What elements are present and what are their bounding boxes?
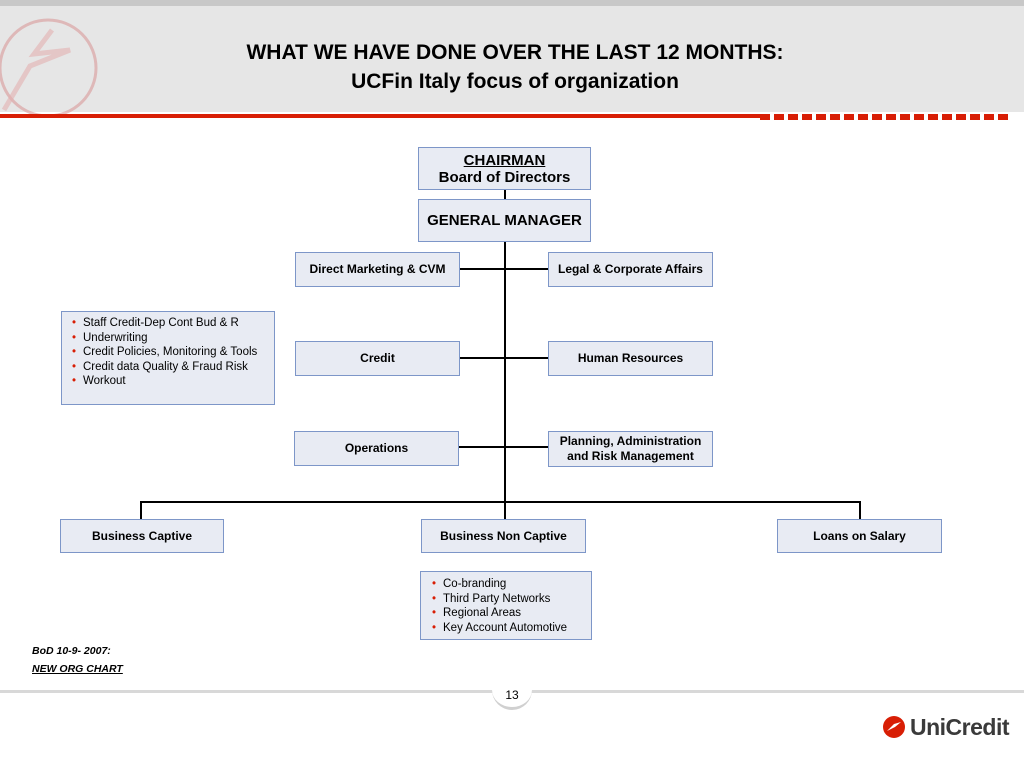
planning-line2: and Risk Management [567, 449, 694, 463]
connector-captive [140, 501, 142, 519]
connector-row2 [459, 357, 549, 359]
connector-salary [859, 501, 861, 519]
human-resources-box: Human Resources [548, 341, 713, 376]
connector-row3 [459, 446, 549, 448]
list-item: Workout [72, 374, 266, 389]
slide-subtitle: UCFin Italy focus of organization [351, 70, 679, 93]
logo-text: UniCredit [910, 713, 1010, 740]
credit-details-list: Staff Credit-Dep Cont Bud & R Underwriti… [61, 311, 275, 405]
direct-marketing-box: Direct Marketing & CVM [295, 252, 460, 287]
connector-row1 [459, 268, 549, 270]
general-manager-box: GENERAL MANAGER [418, 199, 591, 242]
chairman-box: CHAIRMAN Board of Directors [418, 147, 591, 190]
unicredit-logo: UniCredit [882, 712, 1010, 742]
business-captive-box: Business Captive [60, 519, 224, 553]
non-captive-details-list: Co-branding Third Party Networks Regiona… [420, 571, 592, 640]
list-item: Credit Policies, Monitoring & Tools [72, 345, 266, 360]
connector-main-trunk [504, 241, 506, 519]
chairman-subtitle: Board of Directors [438, 168, 571, 186]
list-item: Staff Credit-Dep Cont Bud & R [72, 316, 266, 331]
list-item: Credit data Quality & Fraud Risk [72, 360, 266, 375]
unicredit-mark-icon [883, 716, 905, 738]
swoosh-logo-icon [0, 18, 98, 118]
header-band [0, 0, 1024, 118]
list-item: Third Party Networks [432, 592, 583, 607]
loans-on-salary-box: Loans on Salary [777, 519, 942, 553]
header-stripes [760, 114, 1012, 120]
legal-box: Legal & Corporate Affairs [548, 252, 713, 287]
slide-title: WHAT WE HAVE DONE OVER THE LAST 12 MONTH… [246, 41, 784, 64]
connector-chairman-gm [504, 189, 506, 200]
page-number: 13 [492, 683, 532, 710]
bod-note: BoD 10-9- 2007: [32, 645, 111, 657]
list-item: Co-branding [432, 577, 583, 592]
business-non-captive-box: Business Non Captive [421, 519, 586, 553]
credit-box: Credit [295, 341, 460, 376]
list-item: Underwriting [72, 331, 266, 346]
header-red-rule [0, 114, 760, 118]
new-org-chart-note: NEW ORG CHART [32, 663, 123, 675]
operations-box: Operations [294, 431, 459, 466]
planning-box: Planning, Administration and Risk Manage… [548, 431, 713, 467]
connector-business-bar [140, 501, 861, 503]
list-item: Regional Areas [432, 606, 583, 621]
planning-line1: Planning, Administration [559, 434, 702, 448]
list-item: Key Account Automotive [432, 621, 583, 636]
chairman-title: CHAIRMAN [463, 151, 546, 169]
